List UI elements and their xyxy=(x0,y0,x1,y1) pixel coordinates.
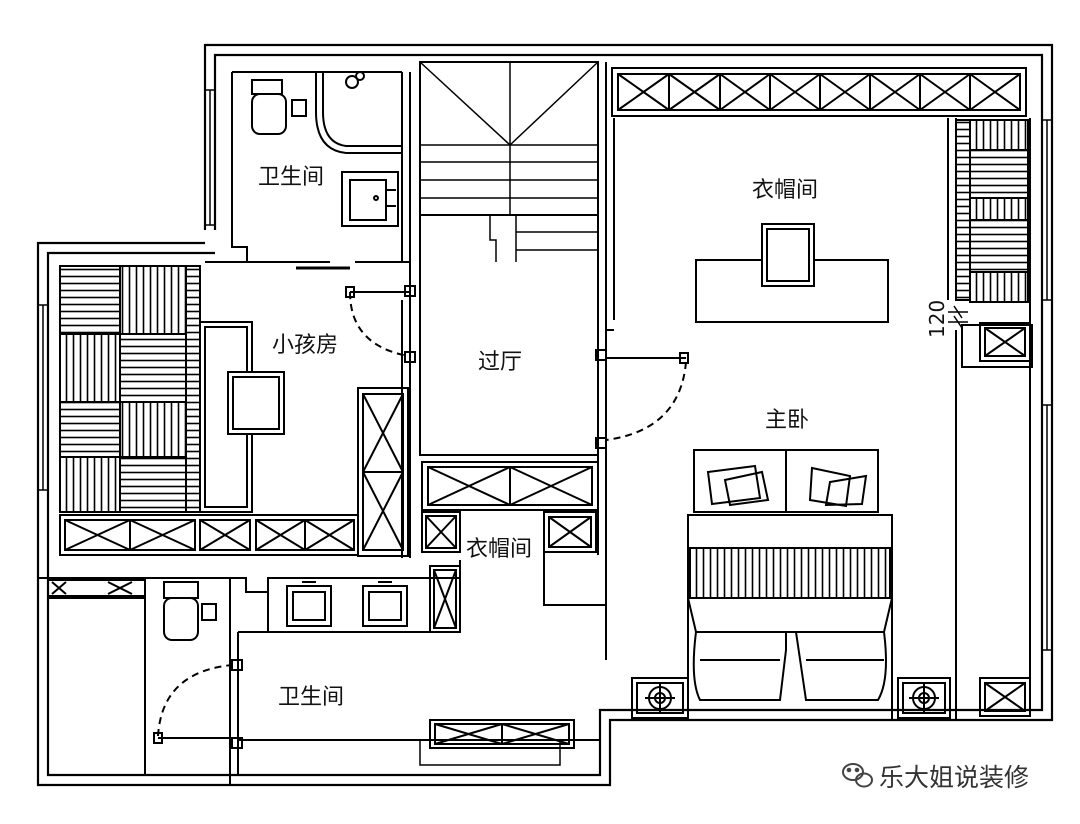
wechat-icon xyxy=(842,763,873,788)
bathroom-fixtures xyxy=(163,71,408,641)
room-label-bathroom-top: 卫生间 xyxy=(258,165,324,190)
room-label-cloakroom-top: 衣帽间 xyxy=(752,178,818,203)
wardrobes xyxy=(47,67,1033,749)
watermark-text: 乐大姐说装修 xyxy=(879,763,1029,792)
dimension-marker xyxy=(948,305,968,329)
cloak-island xyxy=(695,223,889,323)
dimension-label: 120 xyxy=(925,300,949,338)
staircase xyxy=(419,61,599,262)
bed xyxy=(631,449,951,721)
windows xyxy=(37,89,1053,766)
room-label-kids-room: 小孩房 xyxy=(272,333,338,358)
room-label-hall: 过厅 xyxy=(478,350,522,375)
room-label-master-bedroom: 主卧 xyxy=(765,408,809,433)
kids-desk xyxy=(199,321,285,513)
room-label-bathroom-bottom: 卫生间 xyxy=(278,685,344,710)
doors xyxy=(153,285,689,749)
room-label-cloakroom-mid: 衣帽间 xyxy=(466,537,532,562)
striped-shelves xyxy=(59,119,1029,513)
